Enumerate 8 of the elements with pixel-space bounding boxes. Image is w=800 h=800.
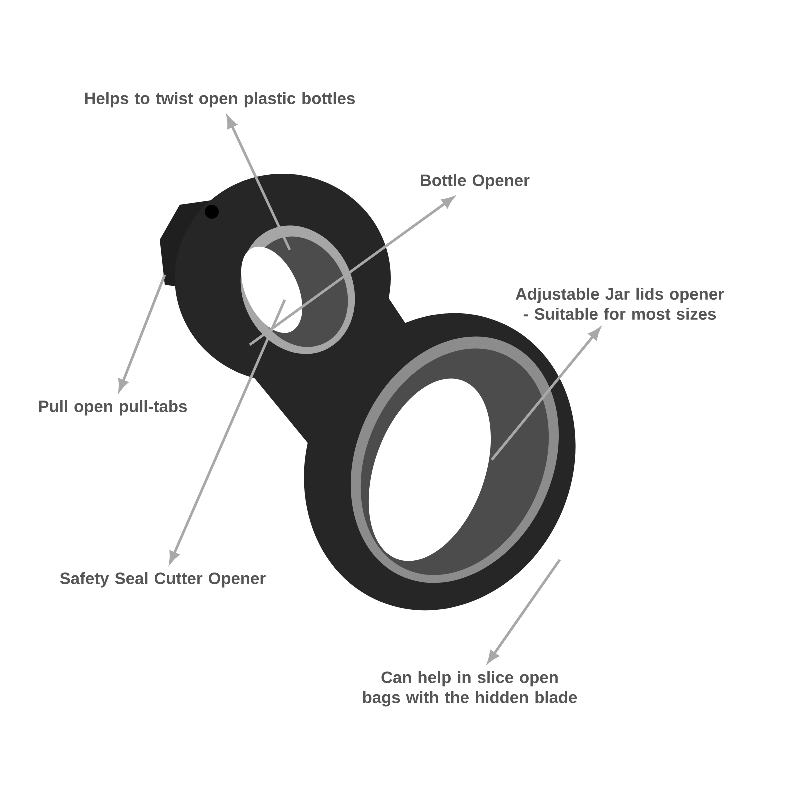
leader-arrow <box>249 196 454 346</box>
callout-text: Safety Seal Cutter Opener <box>60 572 266 588</box>
callout-text: Adjustable Jar lids opener - Suitable for most sizes <box>516 288 724 320</box>
callout-text: Can help in slice open bags with the hidden blade <box>363 671 578 707</box>
callout-text: Pull open pull-tabs <box>39 400 188 416</box>
callout-text: Helps to twist open plastic bottles <box>85 92 355 108</box>
leader-arrow <box>491 328 600 461</box>
callout-text: Bottle Opener <box>421 174 530 190</box>
